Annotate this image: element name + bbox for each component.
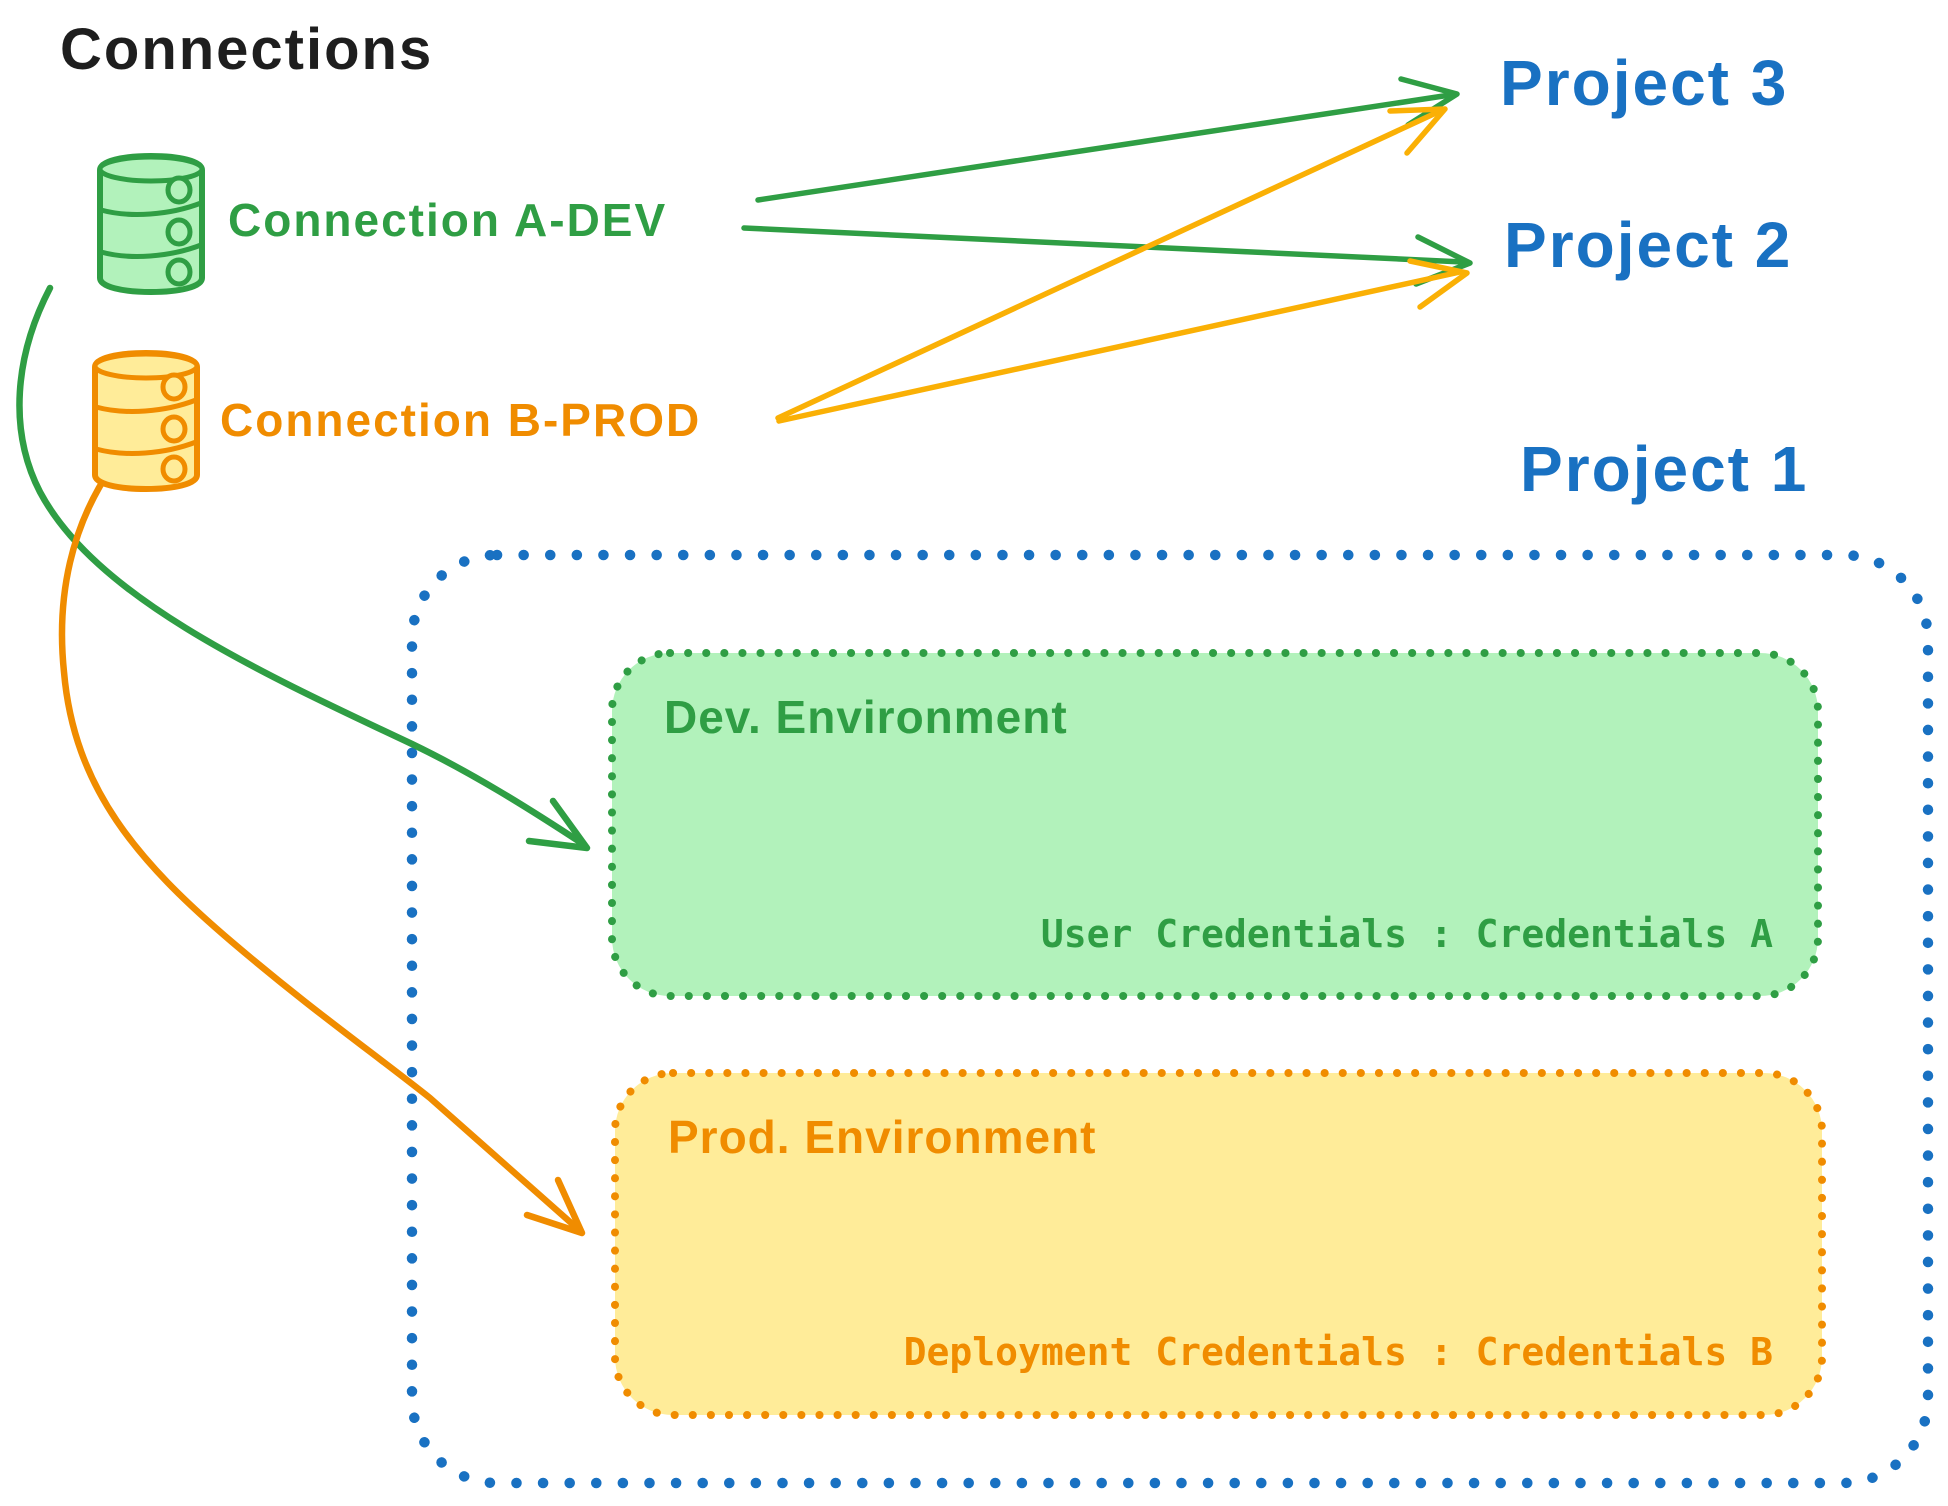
edge-a-dev-to-project2 (741, 225, 1473, 287)
database-a-dev-icon (97, 153, 205, 295)
dev-environment-box (608, 649, 1822, 1000)
edge-a-dev-to-dev-environment (16, 284, 591, 852)
prod-environment-title: Prod. Environment (668, 1111, 1097, 1163)
edge-a-dev-to-project3 (755, 76, 1460, 203)
edge-b-prod-to-project3 (775, 106, 1448, 421)
prod-environment-credentials: Deployment Credentials : Credentials B (903, 1330, 1773, 1374)
project-3-label: Project 3 (1500, 47, 1789, 119)
diagram-title: Connections (60, 17, 434, 82)
prod-environment-box (611, 1069, 1826, 1419)
edge-b-prod-to-prod-environment (58, 463, 586, 1237)
dev-environment-title: Dev. Environment (664, 691, 1068, 743)
database-b-prod-icon (92, 350, 200, 492)
connection-a-dev-label: Connection A-DEV (228, 194, 668, 246)
project-2-label: Project 2 (1504, 209, 1793, 281)
project-1-label: Project 1 (1520, 433, 1809, 505)
dev-environment-credentials: User Credentials : Credentials A (1040, 912, 1773, 956)
project1-container-box (406, 549, 1934, 1489)
connection-b-prod-label: Connection B-PROD (220, 394, 702, 446)
edge-b-prod-to-project2 (776, 258, 1470, 424)
